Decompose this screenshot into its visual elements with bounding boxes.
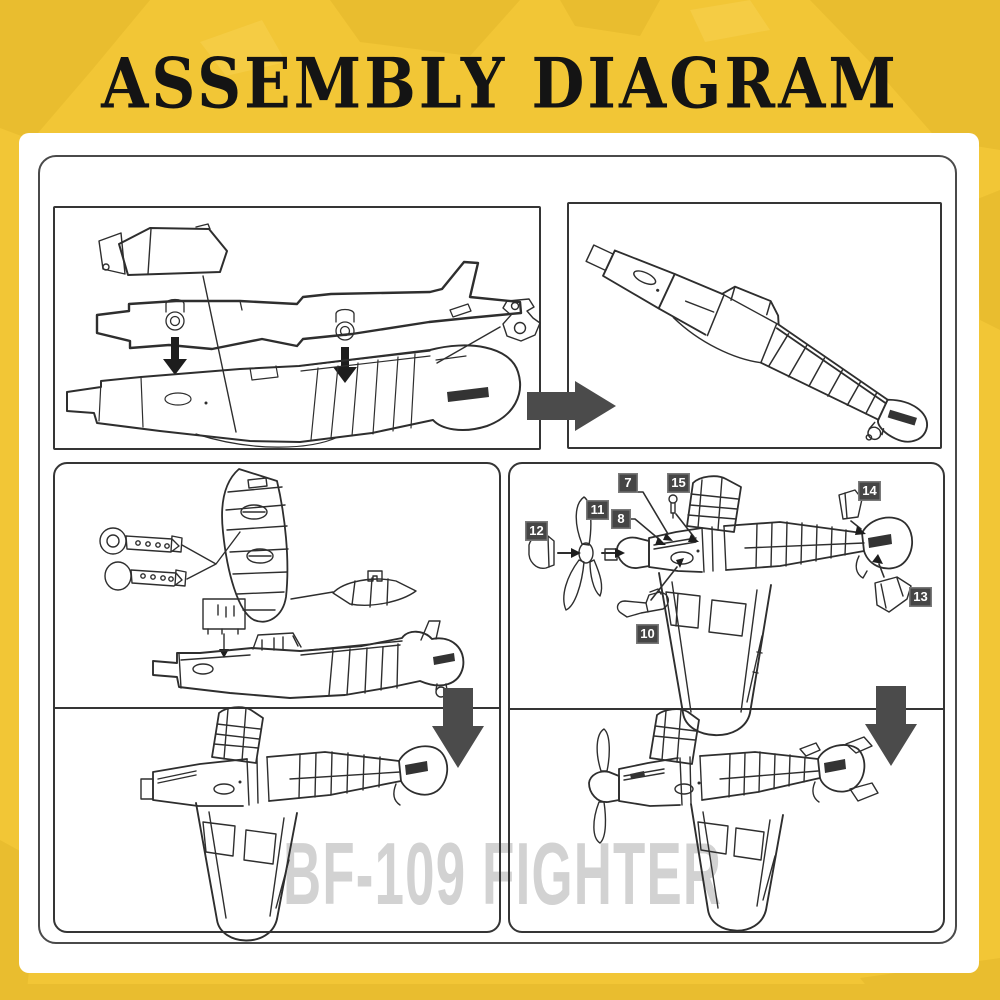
panel-step2-assembled-fuselage xyxy=(567,202,942,449)
panel-step1-fuselage-assembly xyxy=(53,206,541,450)
step3-wing-part xyxy=(221,468,289,623)
step6-plane xyxy=(588,708,879,932)
arrow-right-icon xyxy=(527,381,616,431)
step3-fuselage xyxy=(152,620,465,699)
step1-press-arrows xyxy=(163,337,357,383)
instruction-sheet: BF-109 FIGHTER xyxy=(19,133,979,973)
step4-plane xyxy=(604,475,913,736)
sheet-inner-border xyxy=(38,155,957,944)
step4-fit-arrows xyxy=(557,548,625,558)
arrow-down-left-icon xyxy=(432,688,484,768)
step5-plane xyxy=(140,706,449,942)
panel-step3-and-step5 xyxy=(53,462,501,933)
panel-divider-left xyxy=(55,707,499,709)
step1-upper-fuselage-half xyxy=(95,260,523,351)
step1-lower-fuselage-half xyxy=(66,344,522,448)
step3-belly-radiator-part xyxy=(290,570,417,608)
line-art xyxy=(66,223,928,942)
step4-part14-elevator xyxy=(838,489,863,520)
step1-tailwheel-part xyxy=(436,298,541,364)
step4-part13-elevator xyxy=(874,576,912,613)
watermark-text: BF-109 FIGHTER xyxy=(283,824,723,923)
step1-canopy-part xyxy=(98,223,228,276)
camo-highlights xyxy=(200,0,770,76)
page-title: ASSEMBLY DIAGRAM xyxy=(101,43,899,125)
step4-spinner-part xyxy=(528,534,555,569)
step1-canopy-leader-line xyxy=(202,275,237,433)
step4-part10-intake xyxy=(616,588,669,618)
step3-landing-gear-struts xyxy=(99,527,241,591)
panel-divider-right xyxy=(510,708,943,710)
step2-assembled-fuselage xyxy=(585,244,928,443)
step4-part15-pin xyxy=(668,494,678,519)
arrow-down-right-icon xyxy=(865,686,917,766)
panel-step4-and-step6 xyxy=(508,462,945,933)
step3-cockpit-box-part xyxy=(202,598,246,658)
